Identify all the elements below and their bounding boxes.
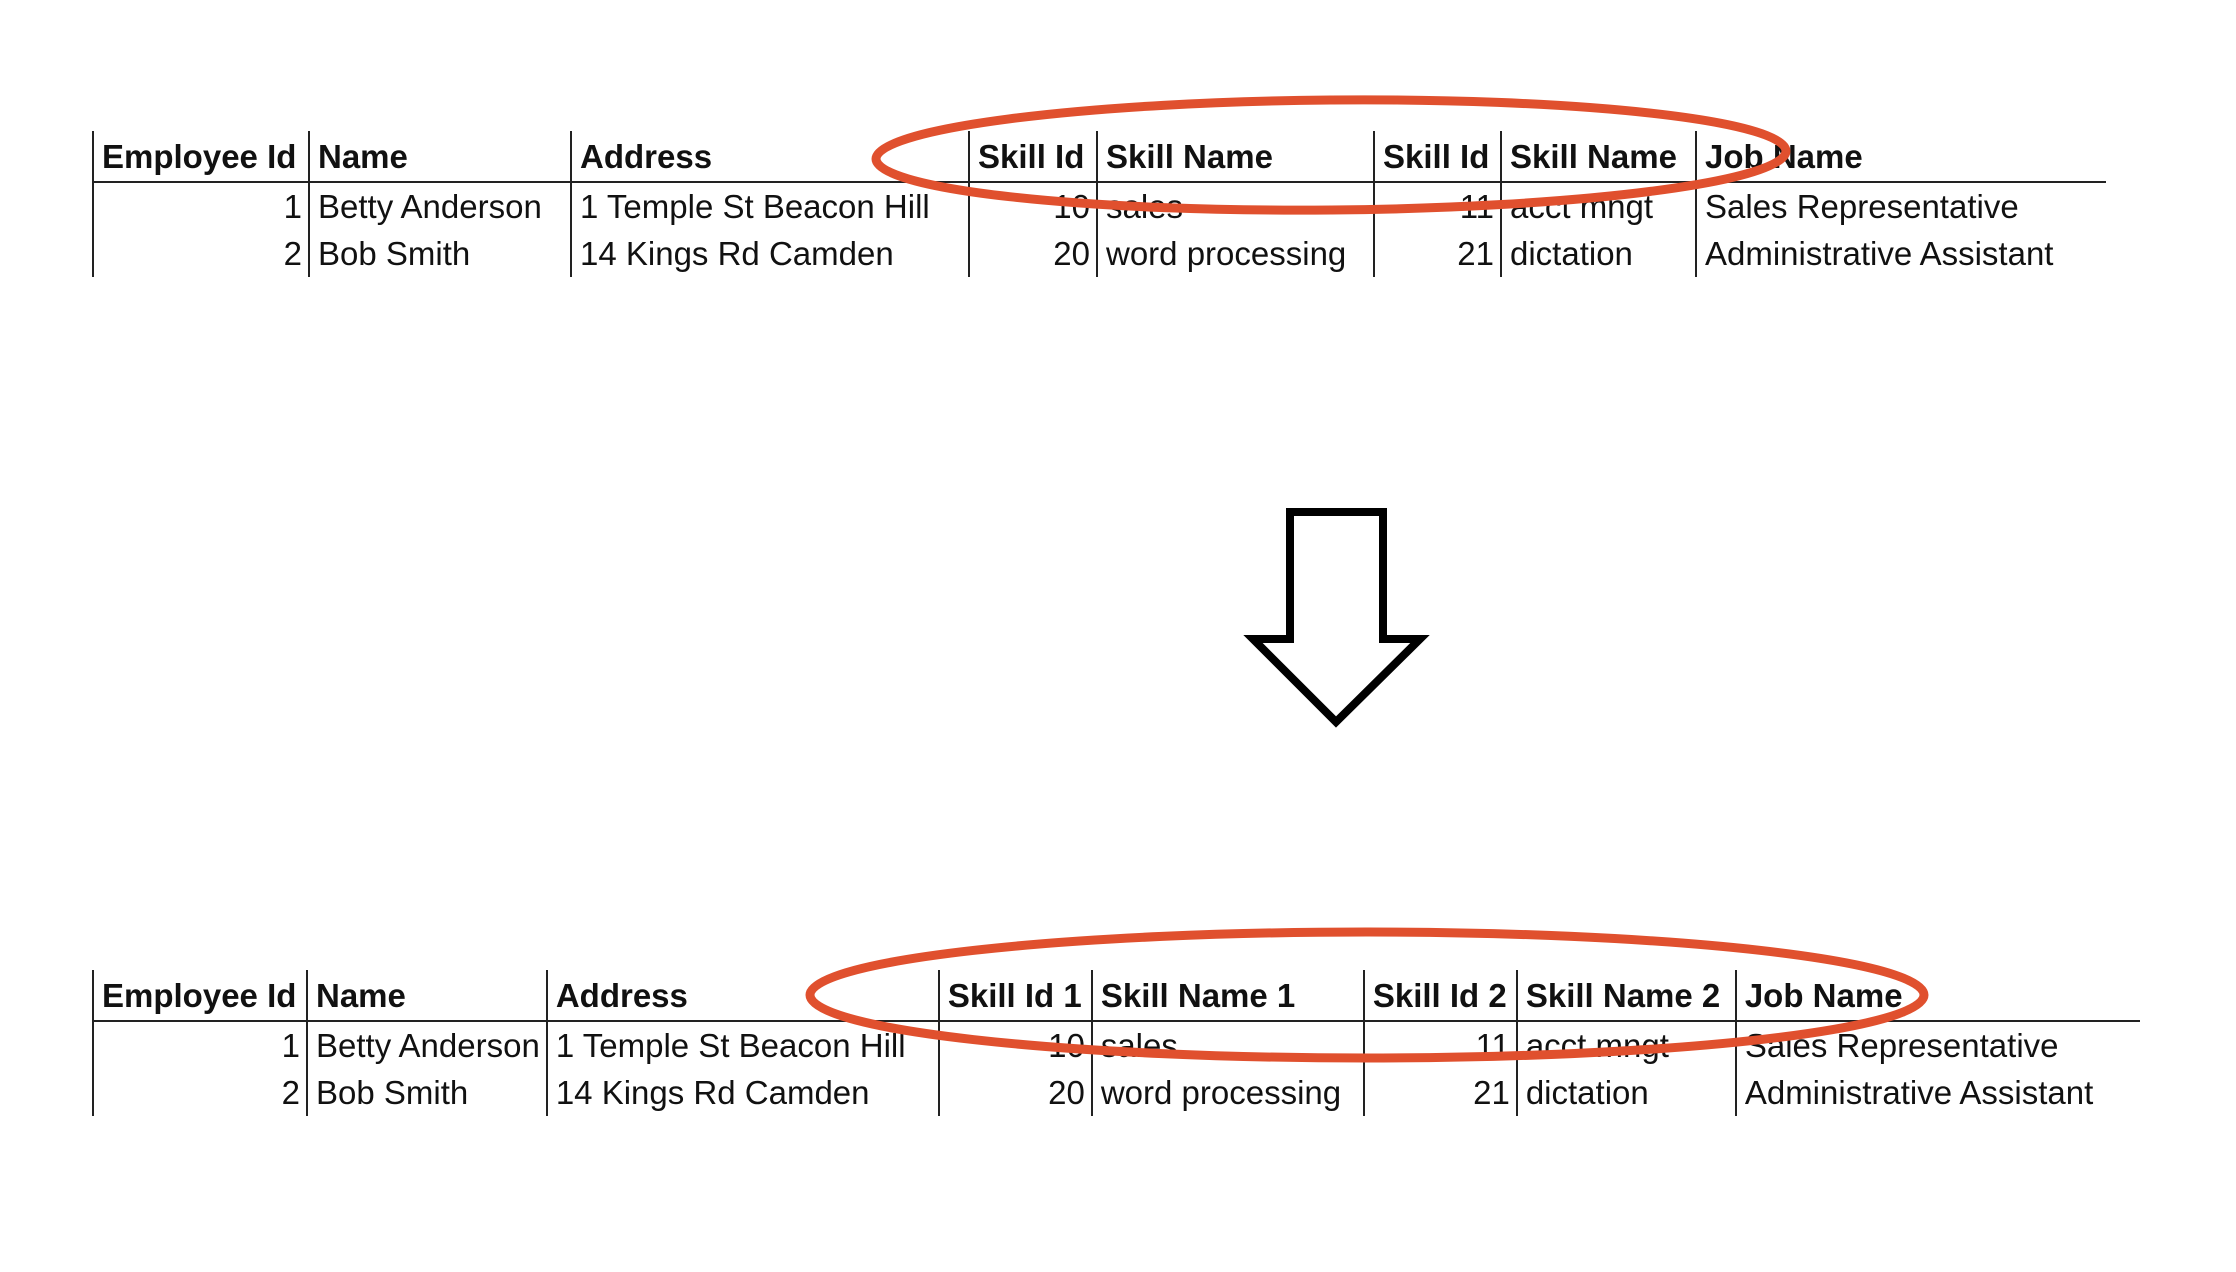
col-job-name: Job Name: [1695, 131, 2106, 183]
cell-name: Betty Anderson: [306, 1021, 547, 1069]
col-skill-name: Skill Name: [1500, 131, 1696, 183]
cell-skill-name: acct mngt: [1500, 182, 1696, 230]
col-job-name: Job Name: [1734, 970, 2140, 1022]
cell-name: Bob Smith: [308, 230, 571, 277]
cell-employee-id: 1: [92, 1021, 307, 1069]
col-skill-id: Skill Id: [1373, 131, 1501, 183]
col-address: Address: [545, 970, 939, 1022]
col-skill-name-1: Skill Name 1: [1090, 970, 1364, 1022]
header-row: Employee Id Name Address Skill Id Skill …: [92, 131, 2106, 183]
col-skill-id: Skill Id: [968, 131, 1097, 183]
cell-job-name: Administrative Assistant: [1734, 1069, 2140, 1116]
col-name: Name: [308, 131, 571, 183]
table-row: 2 Bob Smith 14 Kings Rd Camden 20 word p…: [92, 230, 2106, 277]
cell-name: Betty Anderson: [308, 182, 571, 230]
employee-table-after: Employee Id Name Address Skill Id 1 Skil…: [92, 970, 2140, 1116]
cell-skill-name: dictation: [1500, 230, 1696, 277]
cell-address: 14 Kings Rd Camden: [545, 1069, 939, 1116]
cell-skill-id: 21: [1373, 230, 1501, 277]
cell-skill-id: 10: [968, 182, 1097, 230]
cell-skill-name: word processing: [1096, 230, 1374, 277]
header-row: Employee Id Name Address Skill Id 1 Skil…: [92, 970, 2140, 1022]
cell-employee-id: 2: [92, 230, 309, 277]
cell-job-name: Administrative Assistant: [1695, 230, 2106, 277]
cell-employee-id: 2: [92, 1069, 307, 1116]
col-skill-name: Skill Name: [1096, 131, 1374, 183]
col-skill-id-2: Skill Id 2: [1362, 970, 1517, 1022]
cell-skill-name-2: acct mngt: [1515, 1021, 1736, 1069]
cell-address: 1 Temple St Beacon Hill: [545, 1021, 939, 1069]
table-row: 1 Betty Anderson 1 Temple St Beacon Hill…: [92, 1021, 2140, 1069]
cell-skill-id: 11: [1373, 182, 1501, 230]
cell-skill-name: sales: [1096, 182, 1374, 230]
table-row: 2 Bob Smith 14 Kings Rd Camden 20 word p…: [92, 1069, 2140, 1116]
cell-address: 1 Temple St Beacon Hill: [570, 182, 969, 230]
cell-address: 14 Kings Rd Camden: [570, 230, 969, 277]
table-after: Employee Id Name Address Skill Id 1 Skil…: [92, 970, 2140, 1116]
cell-skill-name-1: word processing: [1090, 1069, 1364, 1116]
cell-skill-id-2: 11: [1362, 1021, 1517, 1069]
cell-employee-id: 1: [92, 182, 309, 230]
cell-skill-name-2: dictation: [1515, 1069, 1736, 1116]
col-address: Address: [570, 131, 969, 183]
col-employee-id: Employee Id: [92, 970, 307, 1022]
table-before: Employee Id Name Address Skill Id Skill …: [92, 131, 2106, 277]
table-row: 1 Betty Anderson 1 Temple St Beacon Hill…: [92, 182, 2106, 230]
cell-skill-id-1: 10: [937, 1021, 1092, 1069]
cell-skill-name-1: sales: [1090, 1021, 1364, 1069]
cell-skill-id: 20: [968, 230, 1097, 277]
cell-job-name: Sales Representative: [1734, 1021, 2140, 1069]
cell-name: Bob Smith: [306, 1069, 547, 1116]
col-skill-id-1: Skill Id 1: [937, 970, 1092, 1022]
col-employee-id: Employee Id: [92, 131, 309, 183]
col-name: Name: [306, 970, 547, 1022]
down-arrow-icon: [1243, 508, 1430, 728]
cell-skill-id-1: 20: [937, 1069, 1092, 1116]
col-skill-name-2: Skill Name 2: [1515, 970, 1736, 1022]
cell-job-name: Sales Representative: [1695, 182, 2106, 230]
employee-table-before: Employee Id Name Address Skill Id Skill …: [92, 131, 2106, 277]
cell-skill-id-2: 21: [1362, 1069, 1517, 1116]
